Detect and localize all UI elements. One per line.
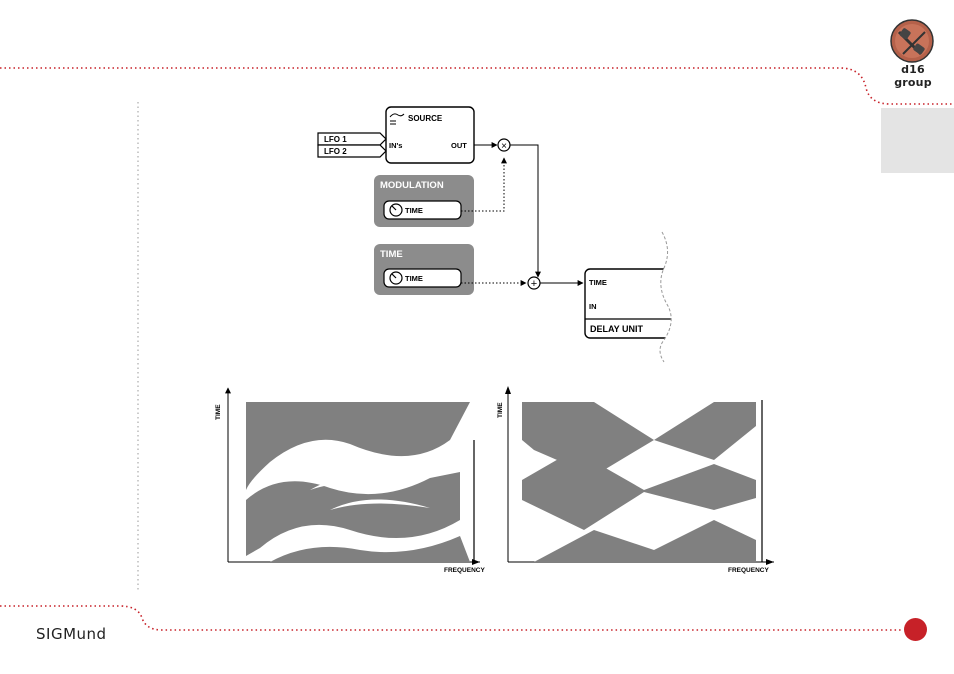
chart2-ylabel: TIME xyxy=(497,402,504,418)
page-marker xyxy=(904,618,927,641)
delay-time-label: TIME xyxy=(589,278,607,287)
torn-edge xyxy=(660,232,700,362)
spectrogram-1-pattern xyxy=(246,402,470,562)
sum-symbol: + xyxy=(531,278,537,290)
modulation-knob-icon[interactable] xyxy=(389,203,403,217)
spectrogram-2-pattern xyxy=(522,402,756,562)
time-title: TIME xyxy=(380,249,403,260)
time-control[interactable] xyxy=(383,268,462,288)
modulation-time-control[interactable] xyxy=(383,200,462,220)
modulation-knob-label: TIME xyxy=(405,206,423,215)
time-knob-icon[interactable] xyxy=(389,271,403,285)
chart1-xlabel: FREQUENCY xyxy=(444,567,485,574)
source-out-label: OUT xyxy=(451,141,467,150)
source-wave-icon xyxy=(389,113,405,118)
signal-flow-diagram: SOURCE IN's OUT LFO 1 LFO 2 × MODULATION… xyxy=(317,106,700,363)
spectrogram-1: TIME FREQUENCY xyxy=(215,387,485,574)
source-label: SOURCE xyxy=(408,114,443,123)
delay-unit-label: DELAY UNIT xyxy=(590,324,644,334)
lfo1-label: LFO 1 xyxy=(324,135,347,144)
side-tab[interactable] xyxy=(881,108,954,173)
spectrogram-2: TIME FREQUENCY xyxy=(497,386,774,574)
d16-logo-icon xyxy=(890,19,934,63)
lfo2-label: LFO 2 xyxy=(324,147,347,156)
brand-name: d16 group xyxy=(894,63,932,89)
chart2-xlabel: FREQUENCY xyxy=(728,567,769,574)
source-block xyxy=(385,106,475,164)
bottom-dotted-rule xyxy=(0,605,902,631)
modulation-title: MODULATION xyxy=(380,180,444,191)
delay-in-label: IN xyxy=(589,302,597,311)
source-ins-label: IN's xyxy=(389,141,402,150)
lfo1-tag xyxy=(317,132,387,146)
multiply-symbol: × xyxy=(501,141,507,152)
footer-product: SIGMund xyxy=(36,625,107,643)
chart1-ylabel: TIME xyxy=(215,404,222,420)
lfo2-tag xyxy=(317,144,387,158)
time-knob-label: TIME xyxy=(405,274,423,283)
spectrogram-1-bands xyxy=(310,478,430,510)
